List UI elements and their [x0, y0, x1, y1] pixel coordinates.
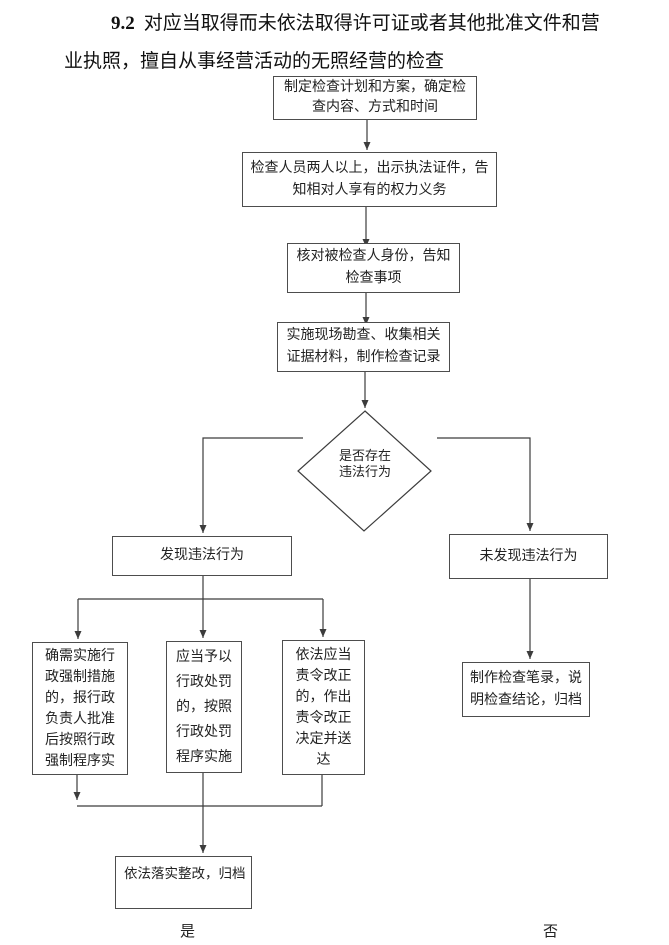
node-line: 负责人批准	[45, 711, 115, 727]
node-coercive-measures-box: 确需实施行 政强制措施 的，报行政 负责人批准 后按照行政 强制程序实	[32, 642, 128, 775]
arrow-decision-to-found	[199, 437, 303, 533]
section-number: 9.2	[111, 13, 135, 34]
node-line: 后按照行政	[45, 732, 115, 748]
section-title-text: 对应当取得而未依法取得许可证或者其他批准文件和营	[143, 13, 600, 34]
node-line: 违法行为	[338, 464, 391, 479]
branch-label-no: 否	[543, 924, 559, 940]
node-line: 的，作出	[295, 689, 352, 705]
node-verify-identity-box: 核对被检查人身份，告知 检查事项	[287, 243, 460, 293]
decision-diamond-shape	[297, 410, 432, 532]
node-rectification-order-box: 依法应当 责令改正 的，作出 责令改正 决定并送 达	[282, 640, 365, 775]
node-line: 依法落实整改，归档	[124, 866, 246, 881]
node-line: 制定检查计划和方案，确定检	[284, 80, 466, 95]
node-line: 证据材料，制作检查记录	[286, 350, 441, 365]
node-inspectors-box: 检查人员两人以上，出示执法证件，告 知相对人享有的权力义务	[242, 152, 497, 207]
node-line: 制作检查笔录，说	[470, 670, 582, 686]
node-no-violation-box: 未发现违法行为	[449, 534, 608, 579]
branch-label-yes: 是	[180, 924, 196, 940]
node-line: 查内容、方式和时间	[312, 100, 438, 115]
node-line: 确需实施行	[45, 648, 115, 664]
decision-diamond-label: 是否存在 违法行为	[298, 448, 432, 480]
node-line: 的，报行政	[45, 690, 115, 706]
node-line: 应当予以	[176, 649, 232, 665]
node-plan-box: 制定检查计划和方案，确定检 查内容、方式和时间	[273, 76, 477, 120]
node-line: 行政处罚	[176, 724, 232, 740]
node-administrative-penalty-box: 应当予以 行政处罚 的，按照 行政处罚 程序实施	[166, 641, 242, 773]
node-line: 是否存在	[338, 448, 391, 463]
node-line: 知相对人享有的权力义务	[292, 182, 447, 198]
node-line: 实施现场勘查、收集相关	[286, 328, 441, 343]
node-line: 检查事项	[345, 271, 402, 286]
node-line: 责令改正	[295, 668, 352, 684]
node-line: 行政处罚	[176, 674, 232, 690]
node-violation-found-box: 发现违法行为	[112, 536, 292, 576]
node-line: 依法应当	[295, 647, 352, 663]
node-line: 发现违法行为	[160, 548, 244, 563]
node-line: 程序实施	[176, 749, 232, 765]
node-line: 政强制措施	[45, 669, 115, 685]
node-line: 决定并送	[295, 731, 352, 747]
node-implement-rectification-box: 依法落实整改，归档	[115, 856, 252, 909]
node-line: 责令改正	[295, 710, 352, 726]
node-line: 达	[316, 752, 331, 768]
node-inspection-record-box: 制作检查笔录，说 明检查结论，归档	[462, 662, 590, 717]
node-line: 检查人员两人以上，出示执法证件，告	[250, 160, 489, 176]
arrow-decision-to-notfound	[437, 437, 534, 531]
node-site-evidence-box: 实施现场勘查、收集相关 证据材料，制作检查记录	[277, 322, 450, 372]
node-line: 未发现违法行为	[479, 548, 578, 564]
node-line: 强制程序实	[45, 753, 115, 769]
node-line: 核对被检查人身份，告知	[296, 249, 451, 264]
section-title-line1: 9.2 对应当取得而未依法取得许可证或者其他批准文件和营	[111, 8, 600, 35]
node-line: 的，按照	[176, 699, 232, 715]
section-title-line2: 业执照，擅自从事经营活动的无照经营的检查	[64, 51, 445, 72]
node-line: 明检查结论，归档	[470, 692, 582, 708]
